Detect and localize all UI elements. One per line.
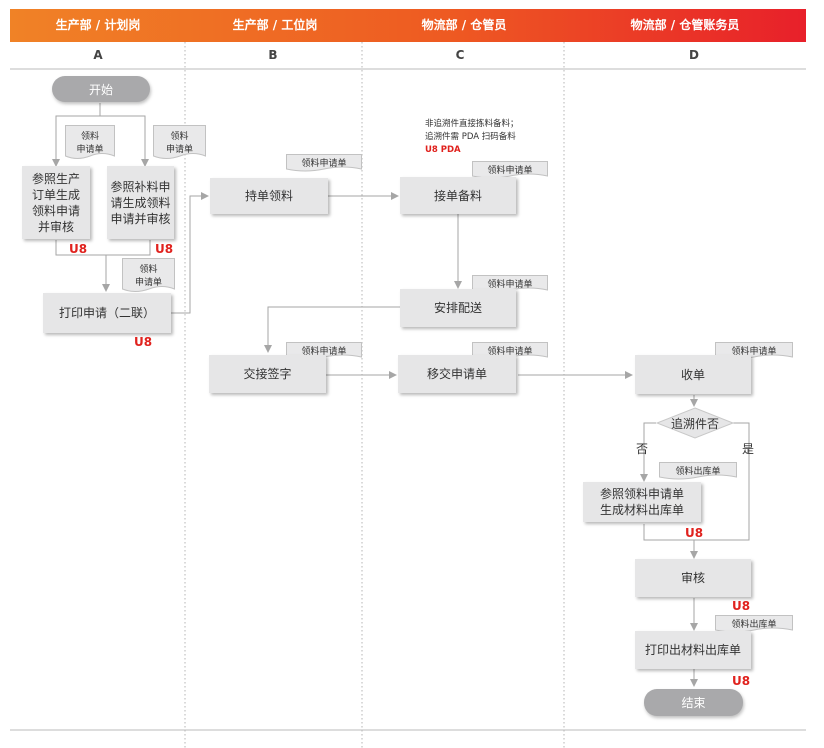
u8-tag-d2: U8 (732, 599, 751, 613)
step-print-outbound: 打印出材料出库单 (635, 631, 751, 669)
u8-tag-a2: U8 (155, 242, 174, 256)
doc-requisition-b1: 领料申请单 (286, 154, 362, 174)
lane-a-letter: A (93, 48, 103, 62)
step-audit: 审核 (635, 559, 751, 597)
picking-note: 非追溯件直接拣料备料； 追溯件需 PDA 扫码备料 U8 PDA (425, 119, 519, 155)
doc-requisition-a1: 领料 申请单 (65, 125, 115, 162)
step-receive-prepare: 接单备料 (400, 177, 516, 214)
end-node: 结束 (644, 689, 743, 716)
lane-b-letter: B (268, 48, 278, 62)
decision-diamond (656, 407, 734, 439)
step-receive-form: 收单 (635, 355, 751, 394)
u8-tag-a1: U8 (69, 242, 88, 256)
decision-label: 追溯件否 (670, 417, 719, 431)
step-generate-outbound: 参照领料申请单 生成材料出库单 (583, 482, 701, 522)
u8-tag-d1: U8 (685, 526, 704, 540)
step-ref-supplement: 参照补料申 请生成领料 申请并审核 (107, 166, 174, 239)
u8-tag-d3: U8 (732, 674, 751, 688)
lane-dividers (184, 42, 565, 748)
lane-c-header: 物流部 / 仓管员 (421, 18, 507, 32)
start-node: 开始 (52, 76, 150, 102)
doc-outbound-d2: 领料出库单 (659, 462, 737, 482)
doc-requisition-a2: 领料 申请单 (153, 125, 206, 162)
lane-header-bar: 生产部 / 计划岗 生产部 / 工位岗 物流部 / 仓管员 物流部 / 仓管账务… (10, 9, 806, 42)
row-rules (10, 68, 806, 731)
step-hold-pick: 持单领料 (210, 178, 328, 214)
lane-d-letter: D (689, 48, 699, 62)
step-arrange-delivery: 安排配送 (400, 289, 516, 327)
step-transfer-request: 移交申请单 (398, 355, 516, 393)
step-ref-production-order: 参照生产 订单生成 领料申请 并审核 (22, 166, 90, 239)
step-handover-sign: 交接签字 (209, 355, 326, 393)
doc-requisition-a3: 领料 申请单 (122, 258, 175, 295)
branch-no-label: 否 (636, 442, 649, 456)
lane-a-header: 生产部 / 计划岗 (55, 18, 141, 32)
u8-tag-a3: U8 (134, 335, 153, 349)
step-print-request: 打印申请（二联） (43, 293, 171, 333)
lane-d-header: 物流部 / 仓管账务员 (630, 18, 740, 32)
branch-yes-label: 是 (742, 442, 755, 456)
lane-c-letter: C (455, 48, 465, 62)
lane-b-header: 生产部 / 工位岗 (232, 18, 318, 32)
